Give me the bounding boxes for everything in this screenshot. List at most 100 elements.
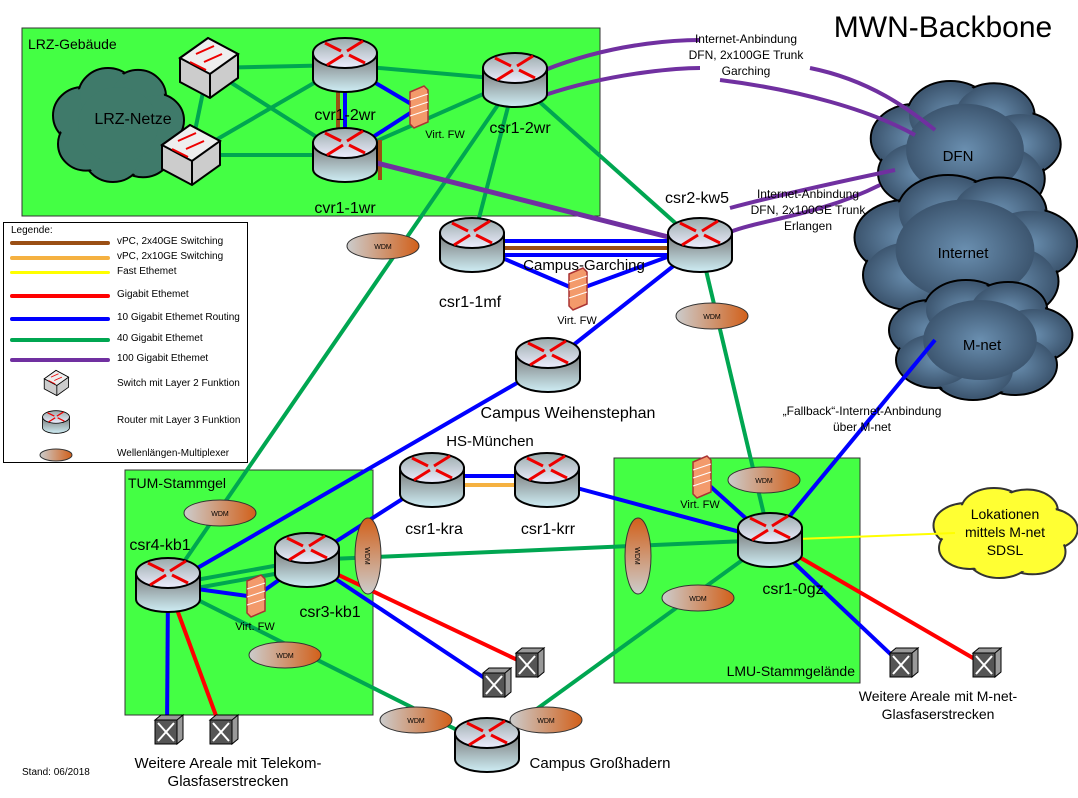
link-gig100 [729,168,896,210]
legend-item-label: 100 Gigabit Ethemet [117,353,209,364]
legend-item: 10 Gigabit Ethemet Routing [4,312,247,326]
inet-erlangen-label: Internet-Anbindung [757,187,859,201]
router-icon-csr10gz[interactable] [736,511,804,569]
link-gig [306,558,529,667]
cloud-mnet [888,279,1074,401]
legend-item: vPC, 2x10GE Switching [4,251,247,265]
router-icon-weihen[interactable] [514,336,582,394]
link-gig [768,538,987,667]
cross-switch-icon[interactable] [482,667,512,698]
legend-switch-label: Switch mit Layer 2 Funktion [117,378,240,389]
hs-muenchen-label: HS-München [446,433,534,450]
node-label-cvr11wr: cvr1-1wr [314,200,376,217]
legend-line-swatch [10,338,110,342]
virt-fw-label: Virt. FW [425,129,465,141]
legend-line-swatch [10,358,110,362]
router-icon-csr4kb1[interactable] [134,556,202,614]
lokationen-label: Lokationen [971,506,1040,522]
wdm-icon: WDM [675,302,749,330]
legend-item-label: Gigabit Ethemet [117,289,189,300]
cloud-label-dfn: DFN [943,148,974,165]
firewall-icon[interactable] [692,455,712,499]
wdm-label: WDM [633,547,640,565]
legend-line-swatch [10,271,110,274]
router-icon-cvr11wr[interactable] [311,126,379,184]
wdm-label: WDM [537,718,555,725]
campus-garching-label: Campus-Garching [523,257,645,274]
wdm-icon: WDM [624,517,652,595]
cross-switch-icon[interactable] [209,714,239,745]
router-icon-csr3kb1[interactable] [273,531,341,589]
node-label-kra: csr1-kra [405,521,463,538]
node-label-csr10gz: csr1-0gz [762,581,823,598]
stand-label: Stand: 06/2018 [22,767,90,778]
firewall-icon[interactable] [246,574,266,618]
inet-garching-label: DFN, 2x100GE Trunk [689,48,805,62]
cloud-lokationen [932,487,1078,579]
inet-erlangen-label: Erlangen [784,219,832,233]
link-gig10 [768,338,937,542]
wdm-label: WDM [407,718,425,725]
wdm-label: WDM [374,244,392,251]
router-icon-csr11mf[interactable] [438,216,506,274]
link-gig100 [809,66,937,132]
inet-garching-label: Internet-Anbindung [695,32,797,46]
cross-switch-icon[interactable] [515,647,545,678]
area-label-lrz: LRZ-Gebäude [28,36,117,52]
cross-switch-icon[interactable] [972,647,1002,678]
router-icon-kra[interactable] [398,451,466,509]
link-gig10 [166,363,550,587]
cross-switch-icon[interactable] [154,714,184,745]
legend-item: 100 Gigabit Ethemet [4,353,247,367]
wdm-icon: WDM [509,706,583,734]
inet-garching-label: Garching [722,64,771,78]
router-icon-krr[interactable] [513,451,581,509]
link-gig100 [544,66,701,97]
legend-router-icon [41,410,71,434]
legend-item: vPC, 2x40GE Switching [4,236,247,250]
router-icon-csr2kw5[interactable] [666,216,734,274]
firewall-icon[interactable] [568,267,588,311]
legend-line-swatch [10,294,110,298]
legend-item-label: 10 Gigabit Ethemet Routing [117,312,240,323]
node-label-krr: csr1-krr [521,521,576,538]
link-gig40 [513,78,702,247]
cross-switch-icon[interactable] [889,647,919,678]
legend-item-label: vPC, 2x10GE Switching [117,251,224,262]
area-label-tum: TUM-Stammgel [128,475,226,491]
cloud-lrz [52,67,185,183]
wdm-label: WDM [755,478,773,485]
node-label-csr4kb1: csr4-kb1 [129,537,190,554]
cloud-label-internet: Internet [938,245,990,262]
legend-line-swatch [10,241,110,245]
cloud-label-lrz: LRZ-Netze [94,111,171,128]
legend-router-label: Router mit Layer 3 Funktion [117,415,241,426]
mnet-areas-label: Glasfaserstrecken [882,706,995,722]
wdm-label: WDM [689,596,707,603]
router-icon-cvr12wr[interactable] [311,36,379,94]
virt-fw-label: Virt. FW [557,315,597,327]
wdm-label: WDM [276,653,294,660]
fallback-label: „Fallback“-Internet-Anbindung [783,404,942,418]
router-icon-csr12wr[interactable] [481,51,549,109]
link-gig100 [729,183,881,234]
legend-item: Fast Ethemet [4,266,247,280]
router-icon-grosshadern[interactable] [453,716,521,774]
cloud-label-mnet: M-net [963,337,1002,354]
wdm-icon: WDM [354,517,382,595]
legend-wdm-label: Wellenlängen-Multiplexer [117,448,230,459]
wdm-label: WDM [363,547,370,565]
link-gig100 [344,152,701,248]
firewall-icon[interactable] [409,85,429,129]
legend-item: Gigabit Ethemet [4,289,247,303]
mnet-areas-label: Weitere Areale mit M-net- [859,688,1018,704]
page-title: MWN-Backbone [834,11,1052,44]
legend-line-swatch [10,317,110,321]
node-label-csr2kw5: csr2-kw5 [665,190,729,207]
node-label-weihen: Campus Weihenstephan [481,405,656,422]
legend-wdm-icon [39,448,73,462]
legend-switch-icon [43,369,70,397]
wdm-icon: WDM [727,466,801,494]
telekom-areas-label: Weitere Areale mit Telekom- [134,755,321,772]
lokationen-label: SDSL [987,542,1024,558]
